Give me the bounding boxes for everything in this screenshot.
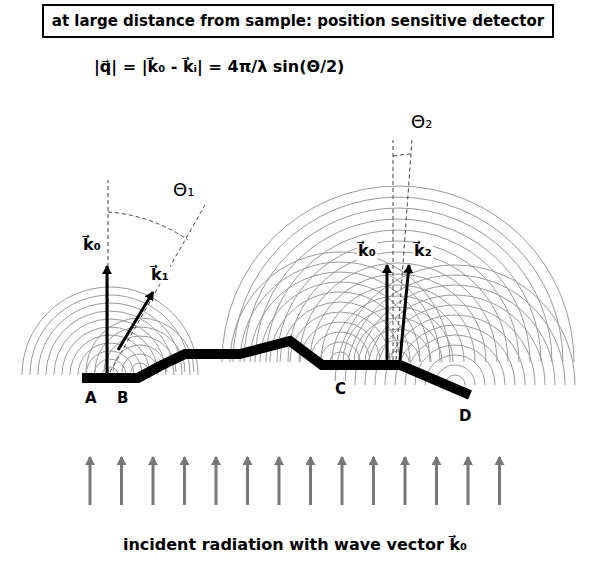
formula: |q⃗| = |k⃗₀ - k⃗ᵢ| = 4π/λ sin(Θ/2)	[93, 58, 345, 76]
title-box: at large distance from sample: position …	[42, 4, 554, 38]
vector-label: k⃗₀	[82, 236, 102, 254]
sample-surface	[82, 341, 470, 395]
caption: incident radiation with wave vector k⃗₀	[122, 536, 468, 554]
angle-label: Θ₂	[410, 112, 433, 133]
vector-label: k⃗₀	[357, 242, 377, 260]
point-label: A	[84, 390, 98, 407]
wavefronts	[22, 186, 575, 385]
angle-guides	[108, 140, 412, 372]
angle-label: Θ₁	[172, 180, 195, 201]
title-text: at large distance from sample: position …	[52, 12, 544, 30]
point-label: B	[116, 390, 129, 407]
incident-arrows	[90, 457, 500, 505]
vector-label: k⃗₁	[150, 266, 170, 284]
wave-vectors	[107, 265, 409, 374]
vector-label: k⃗₂	[413, 242, 433, 260]
point-label: D	[458, 408, 472, 425]
point-label: C	[334, 381, 347, 398]
